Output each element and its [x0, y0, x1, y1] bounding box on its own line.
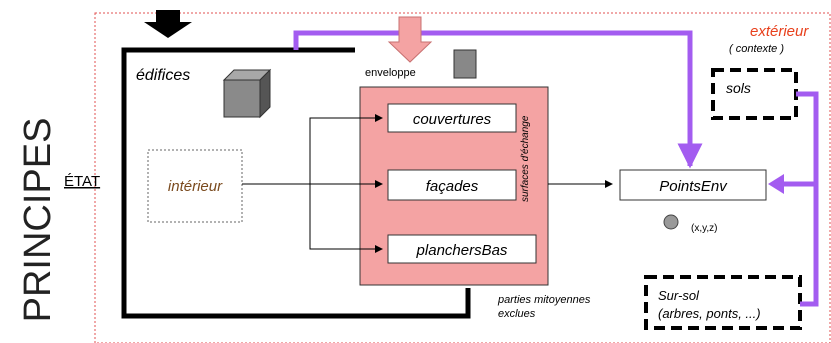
shared-parts-line2: exclues [498, 308, 536, 320]
pointsenv-label: PointsEnv [659, 178, 728, 195]
buildings-box [121, 47, 471, 319]
shared-parts-line1: parties mitoyennes [497, 294, 591, 306]
item-label-planchersbas: planchersBas [416, 242, 508, 259]
item-label-facades: façades [426, 178, 479, 195]
gray-square-icon [453, 49, 477, 79]
above-ground-box[interactable] [644, 275, 802, 330]
envelope-label: enveloppe [365, 67, 416, 79]
context-label: ( contexte ) [729, 43, 784, 55]
item-label-couvertures: couvertures [413, 111, 492, 128]
state-label: ÉTAT [64, 173, 100, 190]
cube-icon [222, 68, 272, 119]
point-dot-icon [663, 214, 679, 230]
interior-box[interactable] [147, 149, 243, 223]
side-title: PRINCIPES [17, 118, 59, 323]
item-box-couvertures[interactable] [387, 103, 517, 133]
exterior-label: extérieur [750, 23, 809, 40]
above-ground-line1: Sur-sol [658, 288, 700, 303]
interior-connectors [242, 114, 383, 253]
coords-label: (x,y,z) [691, 223, 717, 234]
above-ground-line2: (arbres, ponts, ...) [658, 306, 761, 321]
purple-flow-right [780, 91, 819, 307]
buildings-label: édifices [136, 67, 190, 84]
pointsenv-box[interactable] [619, 169, 767, 201]
exterior-boundary [94, 12, 831, 343]
interior-label: intérieur [168, 178, 223, 195]
item-box-planchersbas[interactable] [387, 234, 537, 264]
input-arrow-icon [144, 10, 192, 38]
ground-label: sols [726, 80, 751, 96]
purple-arrowhead-icon [768, 174, 784, 194]
exchange-surfaces-label: surfaces d'échange [520, 115, 531, 202]
item-box-facades[interactable] [387, 169, 517, 201]
envelope-arrow-icon [387, 16, 433, 63]
purple-flow-top [293, 30, 703, 169]
